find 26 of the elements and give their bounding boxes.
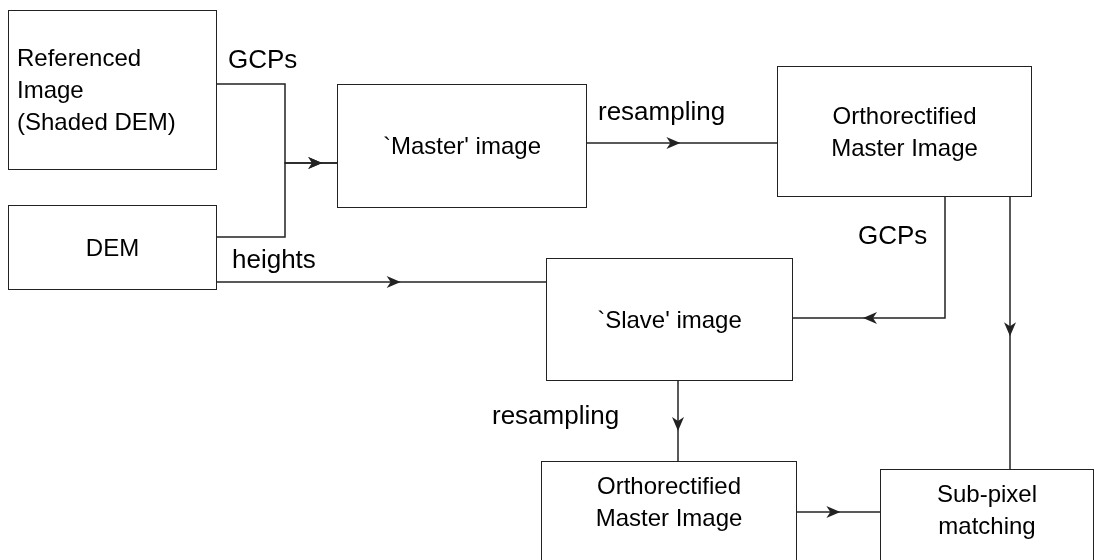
arrow bbox=[672, 380, 684, 462]
process-box bbox=[8, 205, 217, 290]
edge-label: resampling bbox=[492, 402, 620, 428]
edge-label: GCPs bbox=[228, 46, 298, 72]
process-box bbox=[8, 10, 217, 170]
arrow bbox=[792, 196, 946, 324]
edge-label: resampling bbox=[598, 98, 726, 124]
arrow bbox=[796, 506, 881, 518]
arrow bbox=[586, 137, 778, 149]
box-label: Orthorectified Master Image bbox=[594, 471, 744, 533]
box-label: DEM bbox=[85, 232, 140, 263]
box-label: Sub-pixel matching bbox=[935, 479, 1039, 541]
box-label: `Master' image bbox=[383, 131, 541, 161]
arrow bbox=[1004, 196, 1016, 470]
process-box bbox=[880, 469, 1094, 560]
box-label: Orthorectified Master Image bbox=[830, 100, 979, 163]
box-label: Referenced Image (Shaded DEM) bbox=[17, 43, 177, 137]
process-box bbox=[777, 66, 1032, 197]
edge-label: GCPs bbox=[858, 222, 928, 248]
arrow bbox=[216, 276, 547, 288]
process-box bbox=[541, 461, 797, 560]
arrow bbox=[216, 157, 338, 238]
edge-label: heights bbox=[232, 246, 316, 272]
process-box bbox=[337, 84, 587, 208]
process-box bbox=[546, 258, 793, 381]
box-label: `Slave' image bbox=[597, 304, 742, 335]
